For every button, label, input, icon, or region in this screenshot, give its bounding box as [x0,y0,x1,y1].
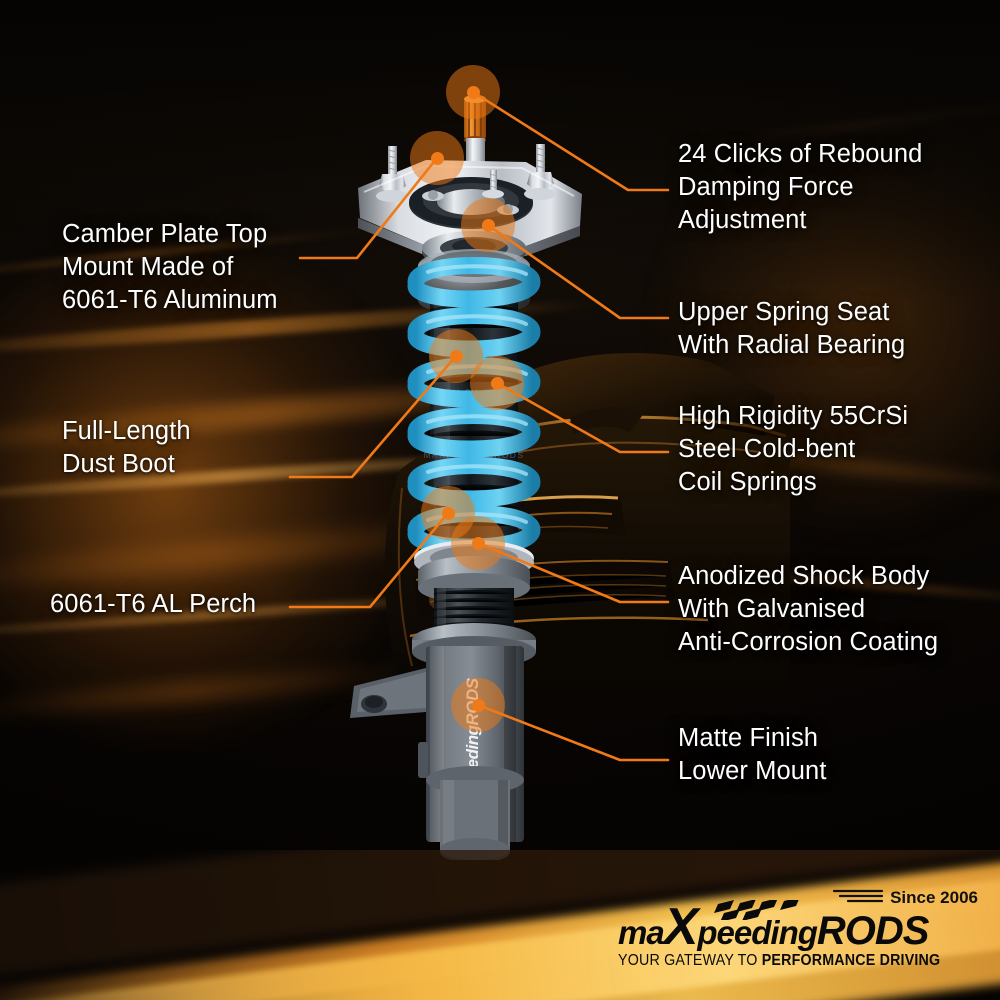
callout-label-anodized-shock-body: Anodized Shock Body With Galvanised Anti… [678,562,939,656]
maxpeedingrods-logo: Since 2006 maXpeedingRODS [618,888,978,986]
coilover-product-image: TH-SX-A01 MAXPEEDINGRODS [330,60,620,863]
logo-prefix: ma [618,914,665,951]
checkered-flag-icon [710,897,828,925]
hotspot-coil-springs[interactable] [470,356,524,410]
callout-label-full-length-dust-boot: Full-Length Dust Boot [62,417,191,478]
logo-tagline: YOUR GATEWAY TO PERFORMANCE DRIVING [618,952,949,970]
callout-label-rebound-damping: 24 Clicks of Rebound Damping Force Adjus… [678,140,923,234]
hotspot-anodized-shock-body[interactable] [451,516,505,570]
callout-label-coil-springs: High Rigidity 55CrSi Steel Cold-bent Coi… [678,402,909,496]
callout-label-al-perch: 6061-T6 AL Perch [50,590,257,618]
hotspot-upper-spring-seat[interactable] [461,198,515,252]
hotspot-rebound-damping[interactable] [446,65,500,119]
logo-mid: peeding [697,914,818,951]
since-text: Since 2006 [890,888,978,907]
bottom-brand-banner: Since 2006 maXpeedingRODS [0,850,1000,1000]
lower-mounting-bracket [350,668,426,718]
hotspot-camber-plate-top-mount[interactable] [410,131,464,185]
logo-wordmark: maXpeedingRODS [618,901,978,956]
callout-label-camber-plate-top-mount: Camber Plate Top Mount Made of 6061-T6 A… [62,220,278,314]
since-badge: Since 2006 [832,888,978,909]
hotspot-matte-finish-lower-mount[interactable] [451,678,505,732]
callout-label-upper-spring-seat: Upper Spring Seat With Radial Bearing [678,298,906,359]
speed-lines-icon [832,888,886,909]
tagline-light: YOUR GATEWAY TO [618,952,762,969]
matte-finish-lower-mount [426,766,524,863]
logo-wordmark-row: Since 2006 maXpeedingRODS [618,888,978,953]
tagline-bold: PERFORMANCE DRIVING [761,952,941,969]
callout-label-matte-finish-lower-mount: Matte Finish Lower Mount [678,724,827,785]
logo-suffix: RODS [816,909,930,953]
logo-x-letter: X [663,898,699,956]
